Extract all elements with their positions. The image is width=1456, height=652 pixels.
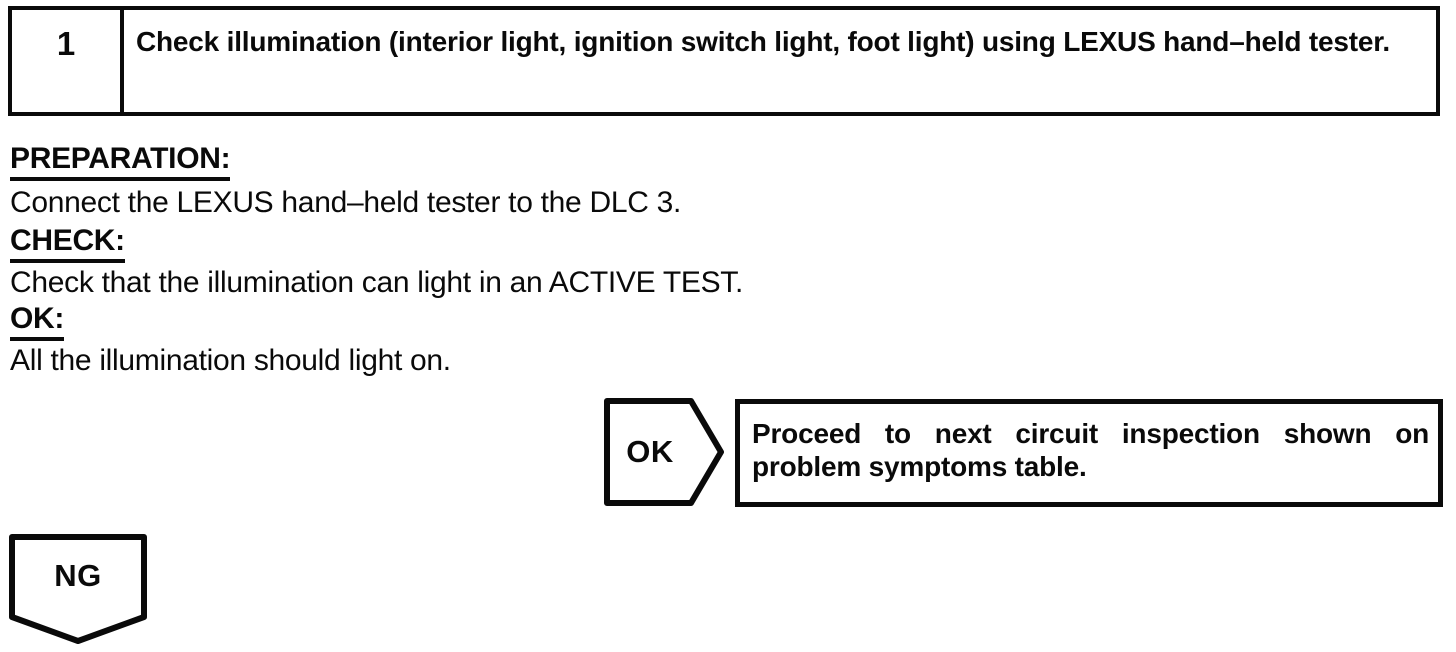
section-label-ok: OK: [10,302,64,341]
ok-action-box: Proceed to next circuit inspection shown… [735,399,1443,507]
section-text-check: Check that the illumination can light in… [10,266,744,299]
ok-arrow-right-shape-icon [604,398,724,506]
section-label-preparation: PREPARATION: [10,142,231,181]
section-label-check: CHECK: [10,224,125,263]
step-title: Check illumination (interior light, igni… [136,26,1391,57]
section-label-preparation-text: PREPARATION: [10,142,231,181]
section-label-check-text: CHECK: [10,224,125,263]
section-text-ok: All the illumination should light on. [10,344,451,377]
ok-connector: OK [603,397,725,507]
ok-connector-label: OK [626,434,674,469]
step-header-box: 1 Check illumination (interior light, ig… [8,6,1440,116]
section-text-preparation: Connect the LEXUS hand–held tester to th… [10,186,682,219]
ng-connector: NG [8,533,148,645]
section-label-ok-text: OK: [10,302,64,341]
ng-arrow-down-shape-icon [9,534,147,644]
ng-connector-label: NG [54,558,102,593]
step-number: 1 [12,10,124,112]
